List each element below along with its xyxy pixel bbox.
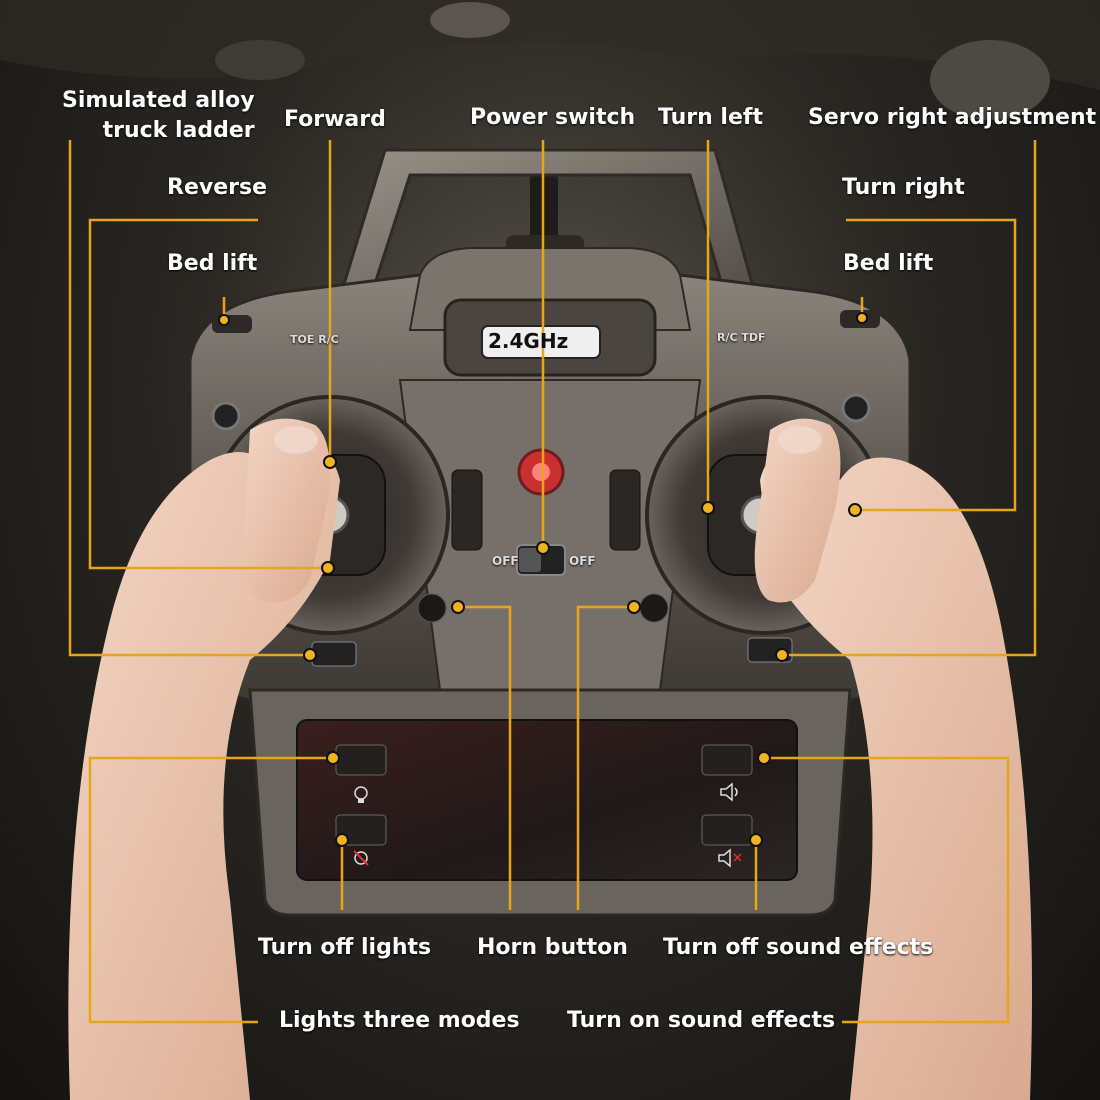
lights-mode-button[interactable] [335, 744, 387, 776]
callout-turn-left: Turn left [658, 105, 763, 130]
left-trim[interactable] [451, 469, 483, 551]
callout-bed-lift-right: Bed lift [843, 251, 934, 276]
rock [930, 40, 1050, 120]
callout-turn-on-sound-effects: Turn on sound effects [567, 1008, 836, 1033]
screw [841, 393, 871, 423]
speaker-mute-icon [718, 848, 742, 868]
function-panel [296, 719, 798, 881]
callout-lines [68, 140, 1037, 1024]
right-mode-label: R/C TDF [717, 331, 766, 344]
screw [211, 401, 241, 431]
lower-left-trim[interactable] [311, 641, 357, 667]
frequency-badge [481, 325, 601, 359]
switch-off-right-label: OFF [569, 554, 596, 568]
callout-line-horn-left [458, 605, 512, 910]
bed-lift-left-button[interactable] [212, 315, 252, 333]
horn-button-right[interactable] [639, 593, 669, 623]
callout-line-servo-right [782, 140, 1037, 657]
callout-bed-lift-left: Bed lift [167, 251, 258, 276]
callout-simulated-alloy-line1: Simulated alloy [62, 88, 255, 113]
light-off-icon [353, 850, 369, 866]
callout-line-horn-right [576, 605, 634, 910]
callout-line-turn-right [846, 218, 1017, 512]
right-thumb [754, 418, 841, 603]
right-trim[interactable] [609, 469, 641, 551]
horn-button-left[interactable] [417, 593, 447, 623]
rock [215, 40, 305, 80]
sound-off-button[interactable] [701, 814, 753, 846]
sound-on-button[interactable] [701, 744, 753, 776]
callout-power-switch: Power switch [470, 105, 636, 130]
right-hand [754, 418, 1032, 1100]
callout-turn-off-sound-effects: Turn off sound effects [663, 935, 934, 960]
callout-forward: Forward [284, 107, 386, 132]
speaker-icon [720, 782, 738, 802]
callout-turn-right: Turn right [842, 175, 965, 200]
left-hand [68, 418, 340, 1100]
callout-simulated-alloy-line2: truck ladder [102, 118, 255, 143]
callout-line-lights-modes [88, 756, 333, 1024]
callout-line-reverse [88, 218, 328, 570]
callout-line-sound-on [764, 756, 1010, 1024]
lightbulb-icon [354, 786, 368, 803]
frequency-badge-text: 2.4GHz [488, 329, 569, 353]
switch-off-left-label: OFF [492, 554, 519, 568]
callout-reverse: Reverse [167, 175, 267, 200]
callout-dots [218, 312, 868, 847]
left-thumb [242, 418, 330, 603]
callout-horn-button: Horn button [477, 935, 628, 960]
callout-turn-off-lights: Turn off lights [258, 935, 432, 960]
callout-lights-three-modes: Lights three modes [279, 1008, 520, 1033]
callout-simulated-alloy: Simulated alloy truck ladder [62, 86, 255, 146]
left-mode-label: TOE R/C [290, 333, 339, 346]
rock [430, 2, 510, 38]
callout-servo-right-adjustment: Servo right adjustment [808, 105, 1097, 130]
callout-line-simulated-alloy [68, 140, 310, 657]
